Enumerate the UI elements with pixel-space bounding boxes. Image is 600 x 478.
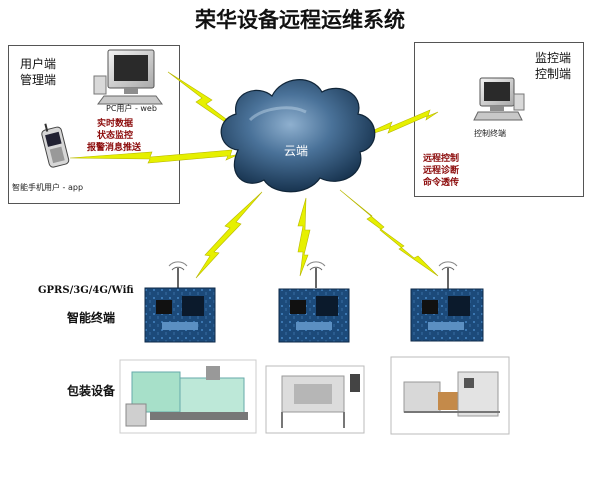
monitor-feature-remote-control: 远程控制	[423, 154, 460, 164]
cloud-shape	[220, 79, 376, 193]
packaging-machines	[119, 356, 510, 435]
network-types-label: GPRS/3G/4G/Wifi	[38, 285, 134, 296]
packaging-machine-2	[265, 365, 365, 434]
user-feature-status-monitoring: 状态监控	[97, 131, 134, 141]
user-feature-alarm-push: 报警消息推送	[87, 143, 142, 153]
terminal-board-1	[144, 261, 216, 343]
user-feature-realtime-data: 实时数据	[97, 119, 134, 129]
bolt-cloud-to-terminal-3	[339, 189, 439, 277]
user-management-box	[8, 45, 180, 204]
packaging-machine-3	[390, 356, 510, 435]
diagram-title: 荣华设备远程运维系统	[195, 7, 405, 32]
cloud-label: 云端	[284, 144, 309, 158]
user-side-heading-line1: 用户端	[20, 57, 57, 71]
smartphone-icon	[41, 123, 70, 168]
packaging-machine-1	[119, 359, 257, 434]
terminal-board-3	[410, 261, 484, 342]
packaging-equipment-label: 包装设备	[67, 384, 116, 398]
control-terminal-icon	[473, 77, 525, 121]
pc-user-caption: PC用户 - web	[106, 104, 157, 113]
pc-computer-icon	[93, 49, 163, 105]
smart-terminal-label: 智能终端	[67, 311, 116, 325]
monitor-side-heading-line2: 控制端	[535, 67, 572, 81]
bolt-cloud-to-terminal-2	[297, 197, 311, 277]
user-side-heading-line2: 管理端	[20, 73, 57, 87]
monitor-side-heading-line1: 监控端	[535, 51, 572, 65]
smartphone-user-caption: 智能手机用户 - app	[12, 183, 84, 192]
monitor-feature-command-passthrough: 命令透传	[423, 178, 460, 188]
terminal-boards	[144, 261, 484, 343]
control-terminal-caption: 控制终端	[474, 129, 506, 138]
monitor-feature-remote-diagnosis: 远程诊断	[423, 166, 460, 176]
bolt-cloud-to-terminal-1	[195, 191, 263, 279]
terminal-board-2	[278, 261, 350, 343]
lightning-bolts	[69, 71, 439, 279]
